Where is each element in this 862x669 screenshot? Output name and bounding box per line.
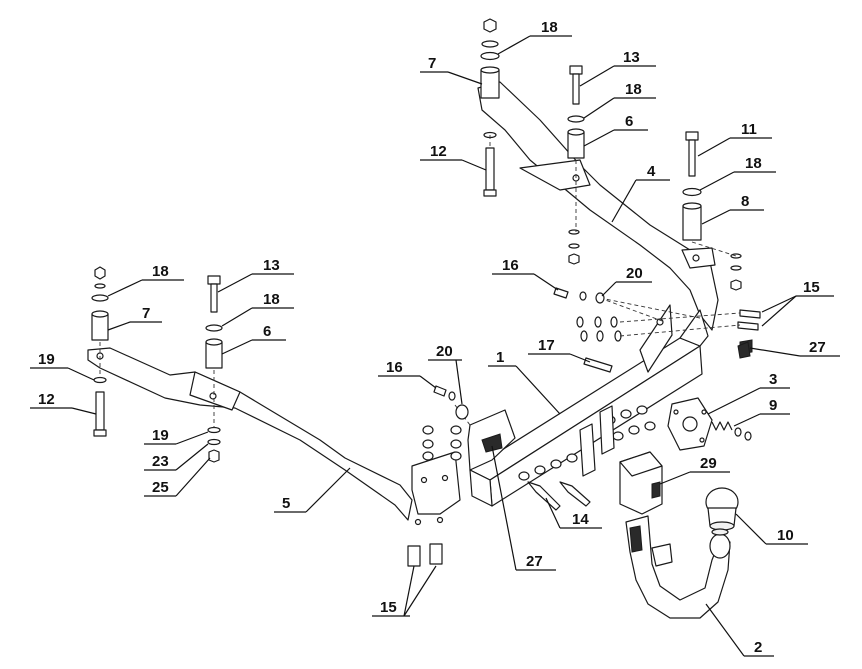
upper-left-fastener-stack: [480, 18, 500, 197]
callout-18: 18: [625, 81, 642, 98]
callout-3: 3: [769, 371, 777, 388]
callout-27: 27: [526, 553, 543, 570]
callout-20: 20: [626, 265, 643, 282]
left-mounting-arm: [87, 347, 413, 521]
callout-19: 19: [38, 351, 55, 368]
spring-9: [711, 421, 752, 441]
clip-27-right: [737, 341, 751, 359]
callout-17: 17: [538, 337, 555, 354]
callout-4: 4: [647, 163, 656, 180]
callout-15: 15: [380, 599, 397, 616]
callout-7: 7: [142, 305, 150, 322]
bolt-16-lower: [433, 385, 469, 420]
left-end-bracket: [411, 409, 516, 526]
callout-10: 10: [777, 527, 794, 544]
callout-6: 6: [625, 113, 633, 130]
callout-19: 19: [152, 427, 169, 444]
callout-8: 8: [741, 193, 749, 210]
callout-18: 18: [152, 263, 169, 280]
tow-ball-10: [705, 487, 739, 531]
detachable-tow-neck-2: [625, 515, 731, 619]
bolt-17: [583, 357, 613, 373]
assembly-guide-lines: [99, 135, 741, 428]
upper-right-fastener-stack: [682, 131, 742, 291]
callout-5: 5: [282, 495, 290, 512]
upper-middle-fastener-stack: [567, 65, 585, 265]
middle-washer-row: [576, 316, 622, 342]
callout-16: 16: [386, 359, 403, 376]
callout-23: 23: [152, 453, 169, 470]
callout-14: 14: [572, 511, 589, 528]
callout-27: 27: [809, 339, 826, 356]
callout-29: 29: [700, 455, 717, 472]
electric-module-29: [619, 451, 663, 515]
bolt-nut-cluster: [422, 405, 656, 481]
callout-18: 18: [745, 155, 762, 172]
callout-2: 2: [754, 639, 762, 656]
bolts-14: [527, 481, 591, 511]
left-bolts-15: [407, 543, 443, 567]
callout-16: 16: [502, 257, 519, 274]
beam-mount-plates: [579, 405, 615, 477]
callout-12: 12: [38, 391, 55, 408]
left-fastener-stack-a: [91, 266, 109, 437]
callout-20: 20: [436, 343, 453, 360]
left-fastener-stack-b: [205, 275, 223, 463]
callout-15: 15: [803, 279, 820, 296]
callout-7: 7: [428, 55, 436, 72]
callout-11: 11: [741, 121, 757, 138]
callouts: 18 7 13 18 6 11 18 8 12: [30, 19, 840, 657]
socket-plate: [667, 397, 713, 451]
callout-9: 9: [769, 397, 777, 414]
callout-13: 13: [263, 257, 280, 274]
callout-6: 6: [263, 323, 271, 340]
callout-25: 25: [152, 479, 169, 496]
main-cross-beam: [469, 309, 709, 507]
callout-18: 18: [263, 291, 280, 308]
callout-13: 13: [623, 49, 640, 66]
callout-1: 1: [496, 349, 504, 366]
bolt-16-upper: [553, 287, 605, 304]
callout-18: 18: [541, 19, 558, 36]
right-mounting-arm: [477, 81, 719, 331]
callout-12: 12: [430, 143, 447, 160]
